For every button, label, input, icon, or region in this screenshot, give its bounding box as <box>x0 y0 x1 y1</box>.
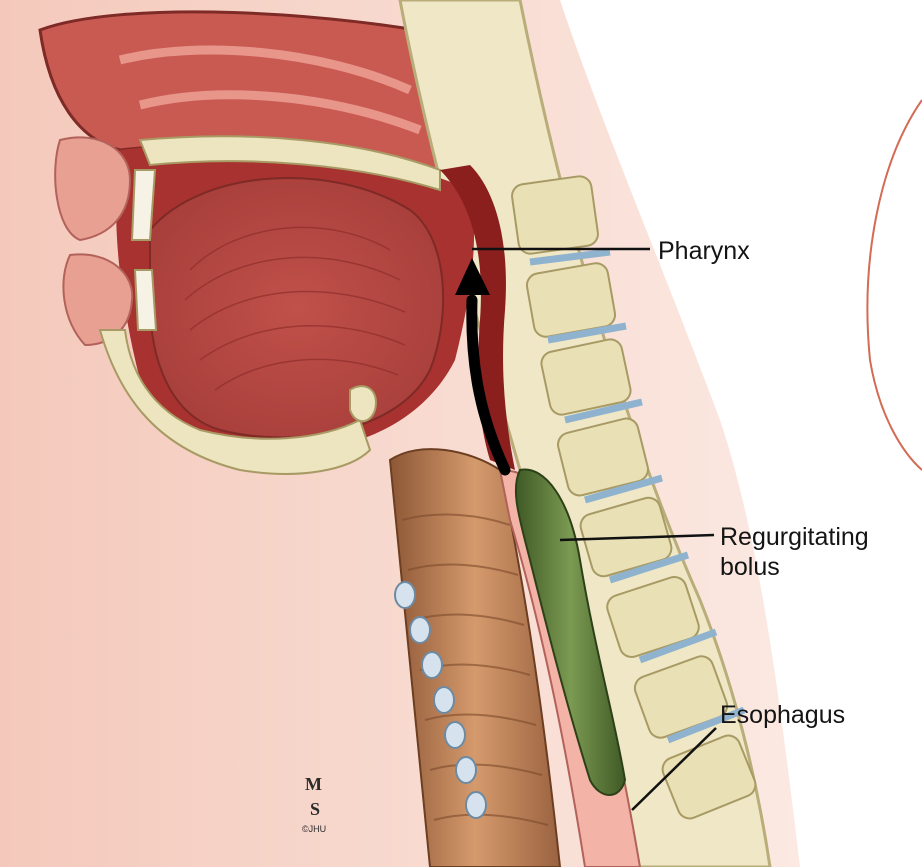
label-bolus-line2: bolus <box>720 552 869 582</box>
label-regurgitating-bolus: Regurgitating bolus <box>720 522 869 582</box>
label-esophagus: Esophagus <box>720 700 845 730</box>
back-of-head-contour <box>867 100 922 470</box>
label-bolus-line1: Regurgitating <box>720 522 869 552</box>
svg-text:M: M <box>305 774 322 794</box>
tongue <box>150 178 443 438</box>
svg-text:S: S <box>310 799 320 819</box>
epiglottis <box>350 386 376 421</box>
vertebra <box>511 175 600 255</box>
svg-text:©JHU: ©JHU <box>302 824 326 834</box>
label-pharynx: Pharynx <box>658 236 750 266</box>
